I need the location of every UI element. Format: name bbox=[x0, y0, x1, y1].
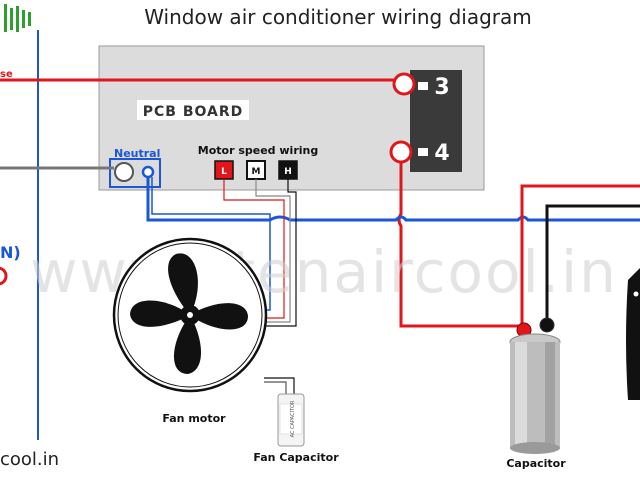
terminal-3-tab bbox=[418, 82, 428, 90]
compressor-icon bbox=[626, 268, 640, 400]
left-connector-partial bbox=[0, 266, 8, 286]
terminal-4-connector bbox=[389, 140, 413, 164]
neutral-screw-2 bbox=[141, 165, 155, 179]
terminal-4-label: 4 bbox=[434, 141, 449, 166]
terminal-4-to-capacitor-wire bbox=[397, 162, 522, 328]
pcb-label: PCB BOARD bbox=[143, 104, 244, 120]
fan-cap-wire-2 bbox=[264, 381, 287, 396]
neutral-to-fan-wire bbox=[151, 177, 271, 311]
motor-speed-label: Motor speed wiring bbox=[198, 144, 318, 157]
page-title: Window air conditioner wiring diagram bbox=[144, 5, 532, 29]
fan-cap-wire-1 bbox=[264, 377, 295, 396]
capacitor-black-wire bbox=[545, 204, 640, 326]
brand-logo-icon bbox=[4, 4, 31, 32]
speed-terminal-h-label: H bbox=[284, 167, 292, 177]
terminal-3-label: 3 bbox=[434, 75, 449, 100]
live-label-partial: se bbox=[0, 69, 13, 80]
speed-terminal-m-label: M bbox=[252, 167, 261, 177]
fan-motor-label: Fan motor bbox=[162, 412, 226, 425]
speed-wire-medium bbox=[255, 179, 291, 323]
neutral-terminal-box bbox=[109, 158, 161, 188]
capacitor-icon bbox=[509, 317, 561, 454]
pcb-label-box bbox=[137, 100, 249, 120]
neutral-screw-1 bbox=[114, 162, 134, 182]
neutral-label: Neutral bbox=[114, 147, 160, 160]
website-partial: cool.in bbox=[0, 449, 59, 470]
fan-capacitor-label: Fan Capacitor bbox=[253, 451, 339, 464]
terminal-4-tab bbox=[418, 148, 428, 156]
neutral-partial-label: N) bbox=[0, 243, 21, 262]
speed-wire-low bbox=[223, 179, 285, 319]
fan-capacitor-icon bbox=[277, 393, 305, 447]
speed-terminal-l-label: L bbox=[221, 167, 227, 177]
speed-wire-high bbox=[264, 179, 297, 327]
terminal-3-connector bbox=[392, 72, 416, 96]
capacitor-label: Capacitor bbox=[506, 457, 566, 470]
fan-motor-icon bbox=[112, 237, 268, 393]
fan-capacitor-print: AC CAPACITOR bbox=[290, 400, 296, 437]
capacitor-red-wire bbox=[520, 184, 640, 326]
